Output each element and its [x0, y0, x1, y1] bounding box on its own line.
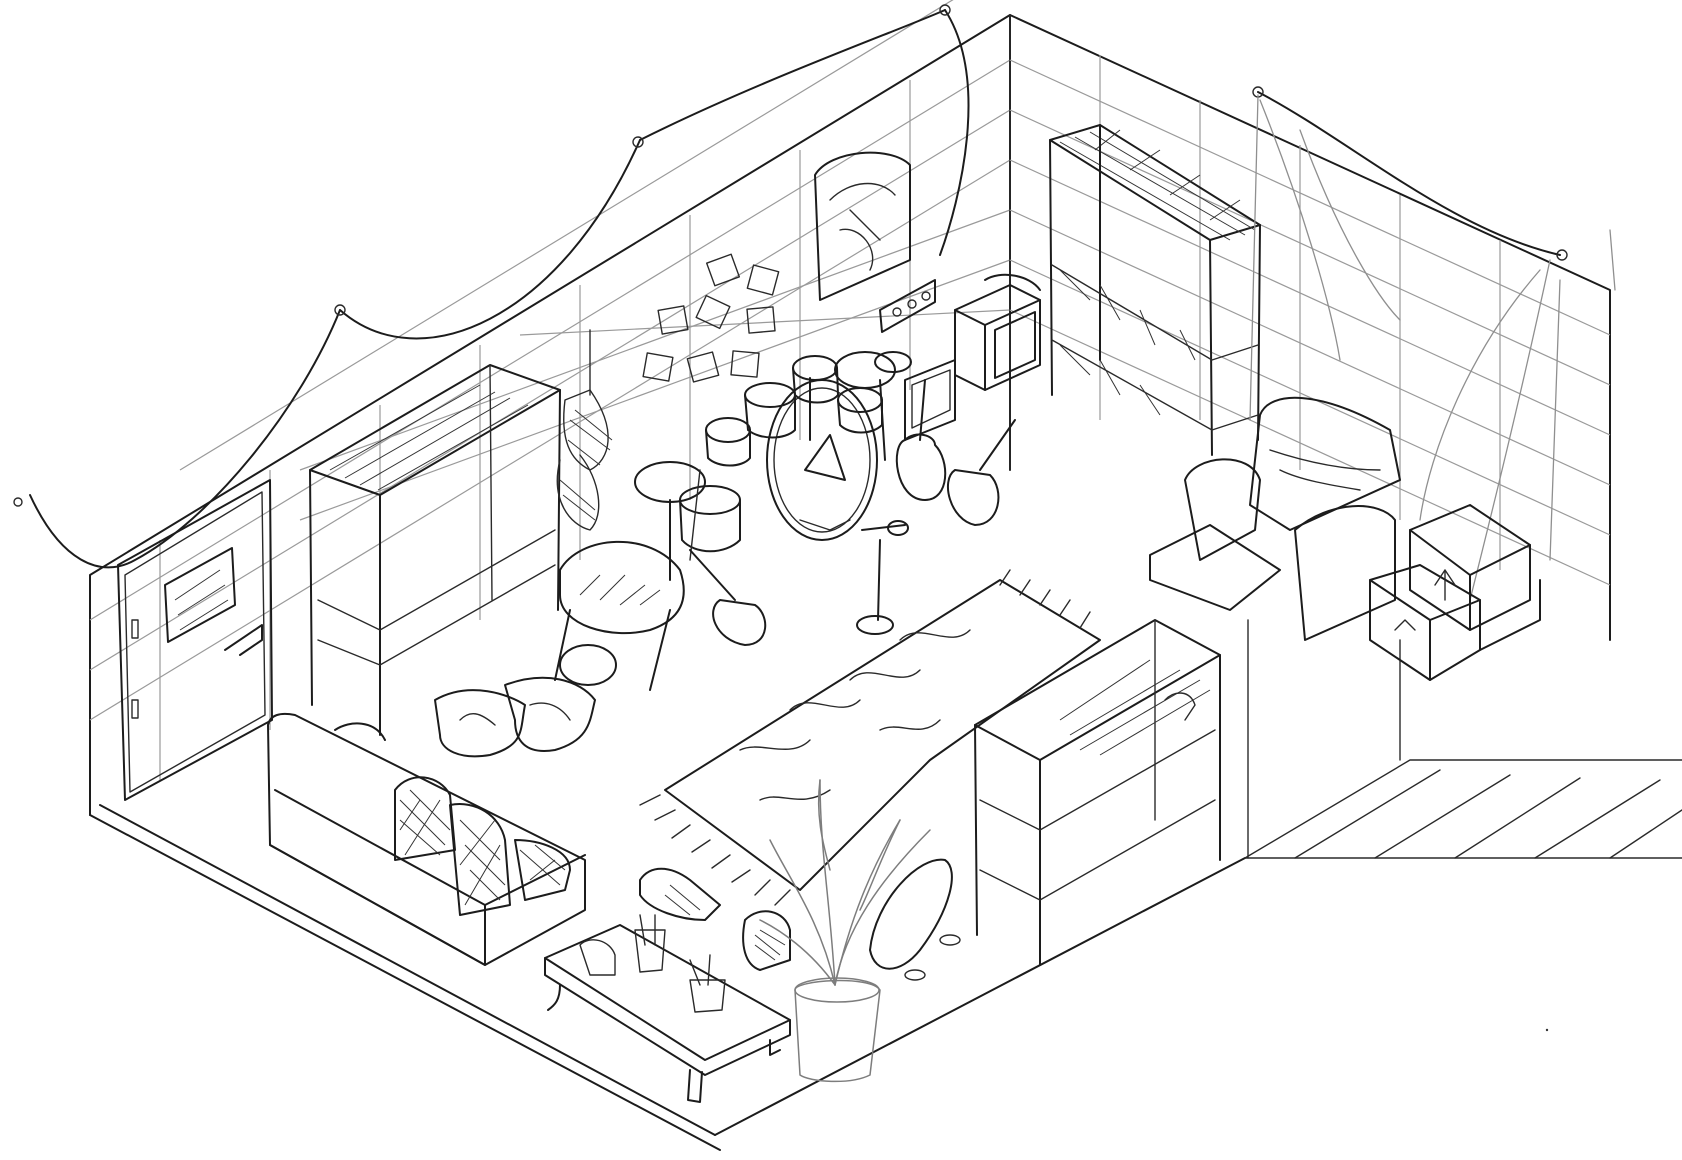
wire-shelf [1049, 124, 1261, 456]
front-shelf [974, 619, 1221, 966]
drum-kit [634, 351, 912, 581]
back-right-wall [1009, 14, 1611, 641]
microphone-stand [856, 520, 909, 635]
power-strip [879, 279, 936, 333]
ink-speck [1545, 1028, 1549, 1032]
stairs [1244, 759, 1682, 859]
sticky-notes [642, 253, 780, 383]
cardboard-boxes [1369, 504, 1541, 681]
armchair [1149, 396, 1401, 641]
floor-cushions [434, 676, 596, 758]
crash-cymbal [834, 351, 896, 389]
potted-plant [759, 779, 931, 1083]
throw-blanket [394, 776, 456, 861]
sofa [267, 712, 586, 966]
rug [639, 569, 1101, 906]
door-window [164, 547, 236, 643]
curtains [1249, 94, 1616, 601]
floor-outline [89, 619, 1682, 1151]
door [117, 479, 273, 801]
coffee-table [544, 914, 791, 1103]
back-left-wall [89, 0, 1011, 816]
hi-hat [634, 461, 706, 503]
string-lights [13, 4, 1568, 569]
poster [814, 151, 911, 301]
shoes [639, 867, 791, 971]
bass-drum [766, 379, 878, 541]
left-shelf [309, 364, 561, 736]
hanging-mesh-bags [556, 329, 613, 531]
papasan-chair [554, 540, 685, 691]
door-handle [224, 624, 263, 656]
skateboard [869, 858, 961, 981]
amplifiers [904, 273, 1041, 441]
guitars [689, 379, 1016, 646]
